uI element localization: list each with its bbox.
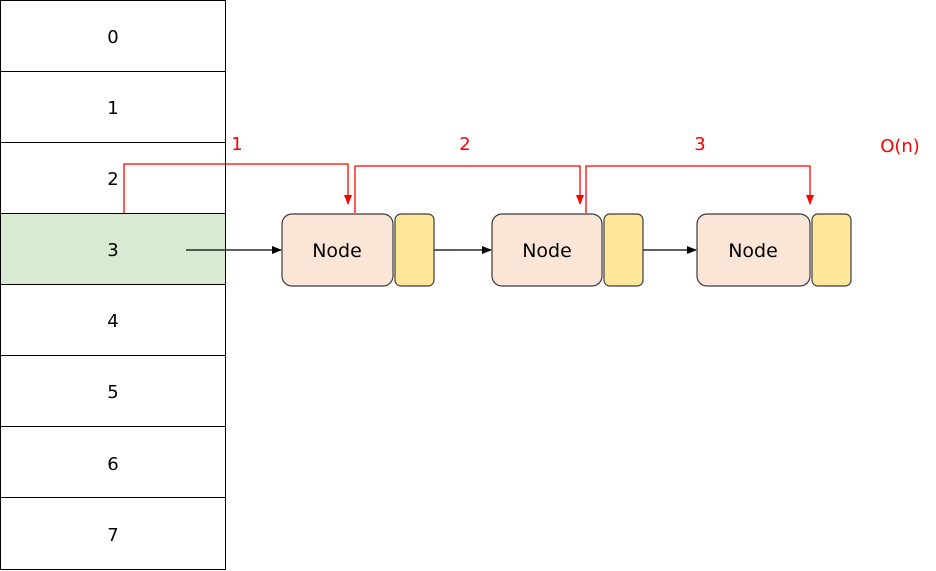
node-data-box — [696, 213, 811, 287]
bucket-cell: 6 — [0, 426, 226, 498]
bucket-index-label: 7 — [107, 525, 118, 546]
bucket-index-label: 0 — [107, 27, 118, 48]
bucket-index-label: 3 — [107, 240, 118, 261]
bucket-cell-box — [0, 497, 226, 570]
node-label: Node — [522, 240, 572, 262]
step-label: 2 — [459, 134, 470, 155]
step-label: 1 — [231, 134, 242, 155]
node-label: Node — [728, 240, 778, 262]
bucket-cell-box — [0, 284, 226, 356]
node-data-box — [491, 213, 603, 287]
traversal-step-path — [585, 165, 814, 213]
list-node: Node — [491, 213, 644, 287]
node-pointer-box — [394, 213, 435, 287]
bucket-cell: 4 — [0, 284, 226, 356]
bucket-cell: 0 — [0, 0, 226, 72]
bucket-cell-box — [0, 142, 226, 214]
bucket-cell: 7 — [0, 497, 226, 570]
traversal-step-path — [354, 165, 584, 213]
node-label: Node — [312, 240, 362, 262]
bucket-index-label: 5 — [107, 382, 118, 403]
node-data-box — [281, 213, 394, 287]
bucket-cell-box — [0, 71, 226, 143]
traversal-step-path — [123, 163, 352, 213]
bucket-array: 0 1 2 3 4 5 6 7 — [0, 0, 226, 570]
bucket-cell: 5 — [0, 355, 226, 427]
bucket-index-label: 6 — [107, 454, 118, 475]
bucket-index-label: 1 — [107, 98, 118, 119]
list-node: Node — [696, 213, 852, 287]
bucket-index-label: 2 — [107, 169, 118, 190]
list-node: Node — [281, 213, 435, 287]
bucket-cell: 1 — [0, 71, 226, 143]
bucket-cell-box — [0, 355, 226, 427]
node-pointer-box — [811, 213, 852, 287]
bucket-index-label: 4 — [107, 311, 118, 332]
bucket-cell: 3 — [0, 213, 226, 285]
bucket-cell-box — [0, 213, 226, 285]
bucket-cell: 2 — [0, 142, 226, 214]
step-label: 3 — [694, 134, 705, 155]
node-pointer-box — [603, 213, 644, 287]
complexity-label: O(n) — [880, 136, 920, 157]
bucket-cell-box — [0, 0, 226, 72]
